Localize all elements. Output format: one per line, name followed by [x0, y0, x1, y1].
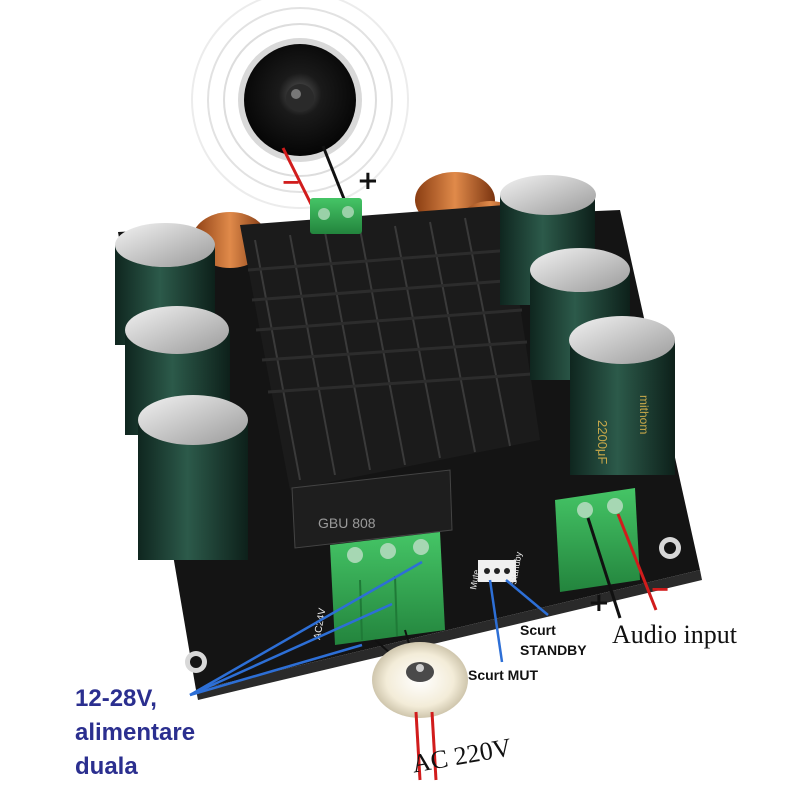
audio-wires — [586, 513, 658, 619]
cap-value-marking: 2200μF — [595, 420, 610, 464]
bridge-marking: GBU 808 — [318, 515, 376, 531]
capacitors-left — [115, 223, 248, 560]
cap-brand-marking: mithom — [637, 395, 651, 434]
jumper-header — [478, 560, 516, 582]
speaker-terminal — [310, 198, 362, 234]
capacitors-right: 2200μF mithom — [500, 175, 675, 475]
audio-input-label: Audio input — [612, 620, 737, 649]
mute-note: Scurt MUT — [468, 667, 538, 683]
audio-plus-label: + — [588, 588, 610, 618]
jumper-callout-lines — [488, 579, 549, 663]
speaker-plus-label: + — [357, 166, 379, 196]
pcb-mute-label: Mute — [468, 569, 481, 590]
speaker-minus-label: − — [281, 168, 302, 196]
audio-minus-label: − — [650, 575, 671, 603]
pcb-ac24v-label: AC24V — [312, 607, 328, 640]
power-callout-lines — [189, 560, 423, 697]
power-terminal — [330, 532, 445, 645]
heatsink — [240, 205, 540, 490]
power-supply-note: 12-28V, alimentare duala — [75, 685, 196, 780]
standby-note: Scurt STANDBY — [520, 622, 587, 658]
toroidal-transformer — [372, 629, 468, 781]
speaker — [191, 0, 409, 209]
bridge-rectifier: GBU 808 — [291, 469, 453, 549]
